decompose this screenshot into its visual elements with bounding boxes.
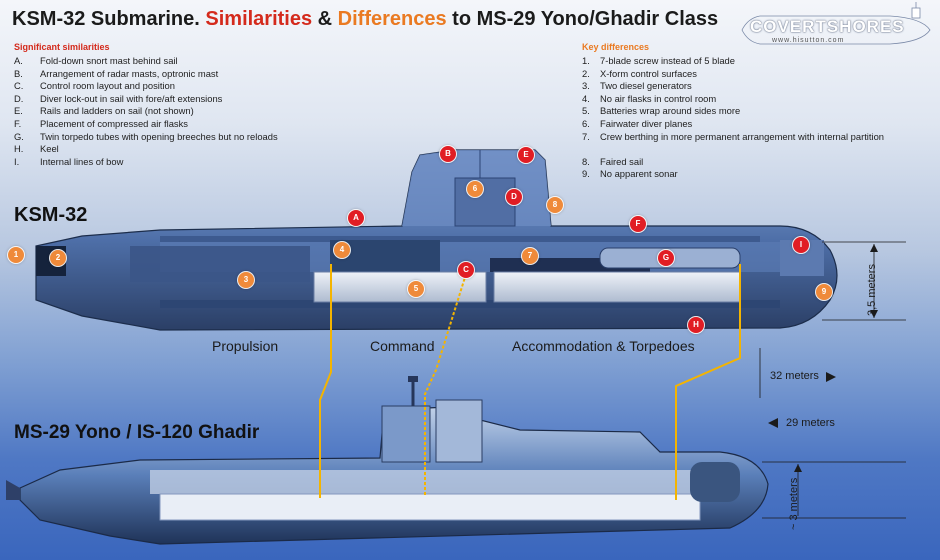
- ksm32-label: KSM-32: [14, 204, 88, 226]
- marker-similarity: E: [518, 147, 534, 163]
- item-key: 3.: [582, 80, 590, 92]
- item-text: Diver lock-out in sail with fore/aft ext…: [40, 92, 223, 104]
- marker-difference: 9: [816, 284, 832, 300]
- title-part2: &: [312, 8, 338, 30]
- title-differences: Differences: [337, 8, 447, 30]
- covertshores-logo: COVERTSHORES www.hisutton.com: [744, 15, 904, 45]
- section-accommodation-torpedoes: Accommodation & Torpedoes: [512, 338, 695, 354]
- item-key: A.: [14, 55, 23, 66]
- ksm32-hull-cutaway: [35, 149, 838, 331]
- section-propulsion: Propulsion: [212, 338, 279, 354]
- item-text: Fold-down snort mast behind sail: [40, 55, 178, 66]
- item-key: 8.: [582, 155, 590, 167]
- item-key: B.: [14, 67, 23, 79]
- item-text: Faired sail: [600, 155, 644, 167]
- marker-similarity: F: [630, 216, 646, 232]
- item-text: Rails and ladders on sail (not shown): [40, 105, 194, 117]
- ksm32-battery-banks: [313, 271, 741, 303]
- item-text: Control room layout and position: [40, 80, 175, 92]
- item-key: 6.: [582, 117, 590, 129]
- logo-submarine-icon: [741, 2, 931, 45]
- item-key: C.: [14, 80, 24, 92]
- item-key: 5.: [582, 105, 590, 117]
- logo-name: COVERTSHORES: [750, 17, 905, 36]
- item-key: F.: [14, 117, 22, 129]
- marker-similarity: H: [688, 317, 704, 333]
- item-text: Keel: [40, 143, 59, 155]
- item-text: Arrangement of radar masts, optronic mas…: [40, 67, 219, 79]
- marker-difference: 5: [408, 281, 424, 297]
- item-text: 7-blade screw instead of 5 blade: [600, 55, 735, 66]
- ms29-height-label: ~ 3 meters: [788, 477, 800, 530]
- marker-similarity: G: [658, 250, 674, 266]
- item-text: Twin torpedo tubes with opening breeches…: [40, 130, 278, 142]
- item-key: 2.: [582, 67, 590, 79]
- item-text: Fairwater diver planes: [600, 117, 693, 129]
- item-text: Two diesel generators: [600, 80, 692, 92]
- marker-difference: 6: [467, 181, 483, 197]
- marker-similarity: C: [458, 262, 474, 278]
- item-key: E.: [14, 105, 23, 117]
- similarities-heading: Significant similarities: [14, 42, 110, 52]
- item-text: No apparent sonar: [600, 168, 678, 180]
- marker-difference: 7: [522, 248, 538, 264]
- title-part3: to MS-29 Yono/Ghadir Class: [446, 8, 719, 30]
- marker-similarity: I: [793, 237, 809, 253]
- ms29-length-label: 29 meters: [786, 417, 835, 429]
- marker-similarity: A: [348, 210, 364, 226]
- ksm32-length-label: 32 meters: [770, 370, 819, 382]
- item-text: Crew berthing in more permanent arrangem…: [600, 130, 884, 142]
- marker-similarity: B: [440, 146, 456, 162]
- item-key: 4.: [582, 92, 590, 104]
- marker-difference: 2: [50, 250, 66, 266]
- item-text: Internal lines of bow: [40, 155, 124, 167]
- dimension-lines: [759, 241, 906, 519]
- item-text: Placement of compressed air flasks: [40, 117, 188, 129]
- title-similarities: Similarities: [205, 8, 313, 30]
- item-text: Batteries wrap around sides more: [600, 105, 741, 117]
- ms29-label: MS-29 Yono / IS-120 Ghadir: [14, 422, 260, 443]
- ms29-hull-cutaway: [6, 376, 769, 545]
- marker-difference: 1: [8, 247, 24, 263]
- differences-heading: Key differences: [582, 42, 650, 52]
- page-title: KSM-32 Submarine. Similarities & Differe…: [12, 8, 718, 31]
- item-text: X-form control surfaces: [600, 67, 697, 79]
- ksm32-height-label: 3,5 meters: [866, 264, 878, 316]
- item-text: No air flasks in control room: [600, 92, 717, 104]
- item-key: 1.: [582, 55, 590, 66]
- marker-similarity: D: [506, 189, 522, 205]
- item-key: 9.: [582, 168, 590, 180]
- marker-difference: 8: [547, 197, 563, 213]
- marker-difference: 3: [238, 272, 254, 288]
- item-key: H.: [14, 143, 24, 155]
- section-connector-lines: [319, 264, 741, 500]
- item-key: G.: [14, 130, 24, 142]
- dimension-arrows: [768, 372, 836, 428]
- marker-difference: 4: [334, 242, 350, 258]
- item-key: 7.: [582, 130, 590, 142]
- item-key: I.: [14, 155, 20, 167]
- item-key: D.: [14, 92, 24, 104]
- title-part1: KSM-32 Submarine.: [12, 8, 206, 30]
- section-command: Command: [370, 338, 435, 354]
- logo-url: www.hisutton.com: [772, 37, 845, 44]
